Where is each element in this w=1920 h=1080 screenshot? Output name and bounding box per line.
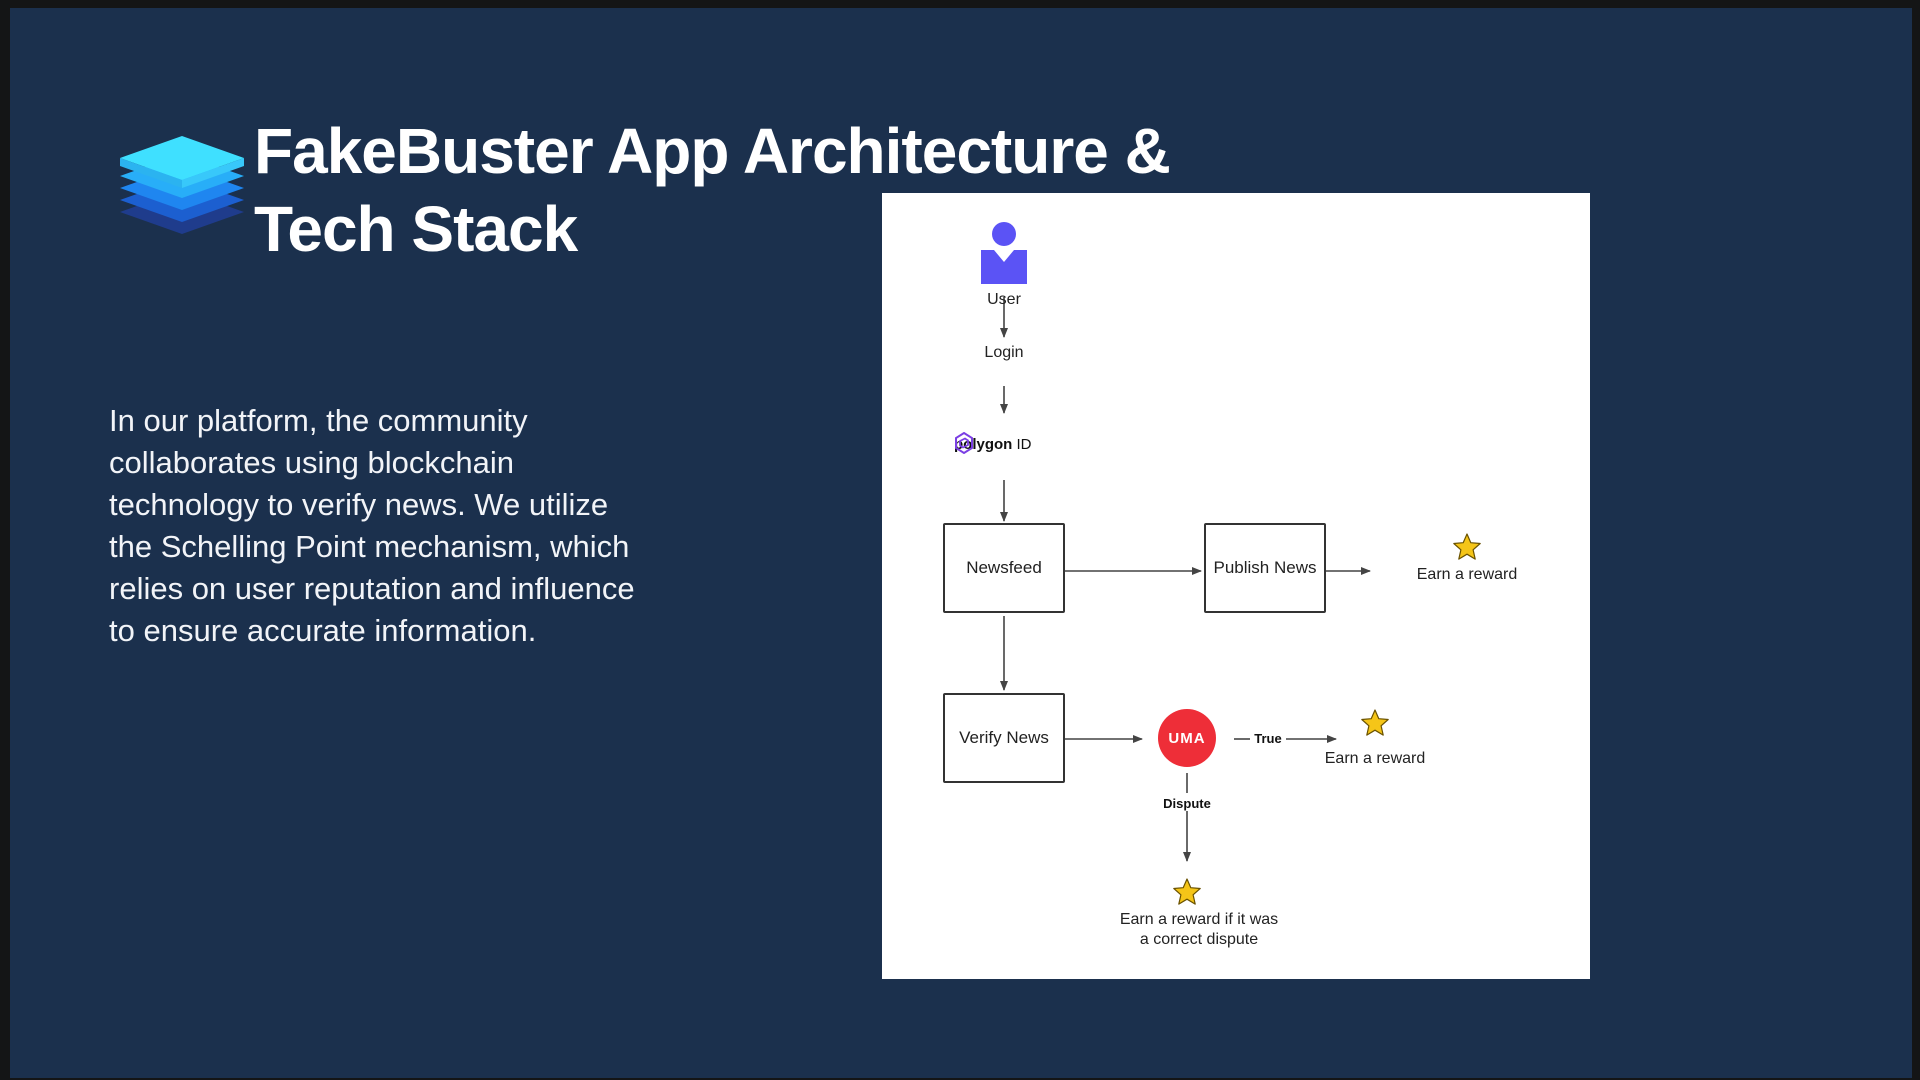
polygon-logo-text: polygon <box>954 435 1013 453</box>
reward-dispute-label-line-2: a correct dispute <box>1139 931 1259 948</box>
star-icon <box>1361 709 1389 736</box>
slide: FakeBuster App Architecture & Tech Stack… <box>10 8 1912 1078</box>
publish-news-box: Publish News <box>1204 523 1326 613</box>
polygon-logo-suffix: ID <box>1016 435 1032 453</box>
newsfeed-box: Newsfeed <box>943 523 1065 613</box>
user-label: User <box>987 291 1021 308</box>
polygon-id-text: polygon ID <box>954 436 1032 453</box>
true-label: True <box>1254 731 1282 746</box>
reward-dispute-label-line-1: Earn a reward if it was <box>1119 911 1279 928</box>
reward-publish-label: Earn a reward <box>1416 566 1518 583</box>
description-text: In our platform, the community collabora… <box>109 403 635 648</box>
star-icon <box>1173 878 1201 905</box>
verify-news-box: Verify News <box>943 693 1065 783</box>
login-label: Login <box>984 344 1024 361</box>
stack-layers-logo-icon <box>120 136 244 234</box>
page-title-line-1: FakeBuster App Architecture & <box>254 115 1171 187</box>
dispute-label: Dispute <box>1163 796 1211 811</box>
reward-true-label: Earn a reward <box>1324 750 1426 767</box>
architecture-diagram: User Login polygon ID Newsfeed Publish N… <box>882 193 1590 979</box>
uma-logo-icon: UMA <box>1158 709 1216 767</box>
page-title: FakeBuster App Architecture & Tech Stack <box>254 112 1254 268</box>
polygon-logo-icon <box>955 432 973 454</box>
polygon-id-logo: polygon ID <box>954 432 1032 456</box>
diagram-connectors <box>1000 297 1371 862</box>
star-icon <box>1453 533 1481 560</box>
user-icon <box>981 222 1027 284</box>
page-title-line-2: Tech Stack <box>254 193 578 265</box>
